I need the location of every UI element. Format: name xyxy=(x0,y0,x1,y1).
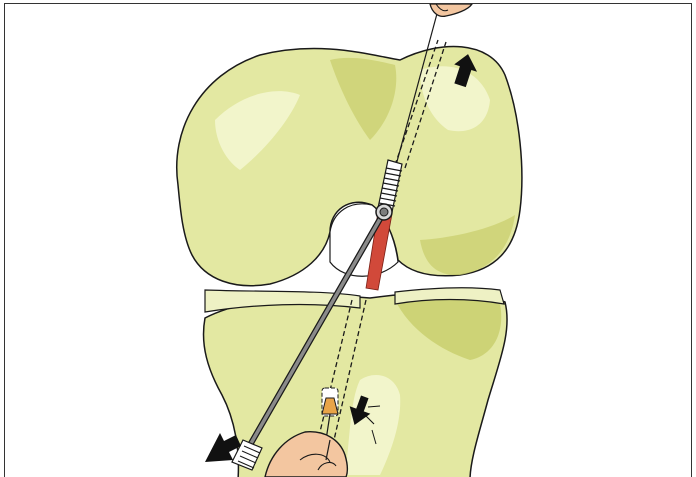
top-hand xyxy=(430,4,472,16)
